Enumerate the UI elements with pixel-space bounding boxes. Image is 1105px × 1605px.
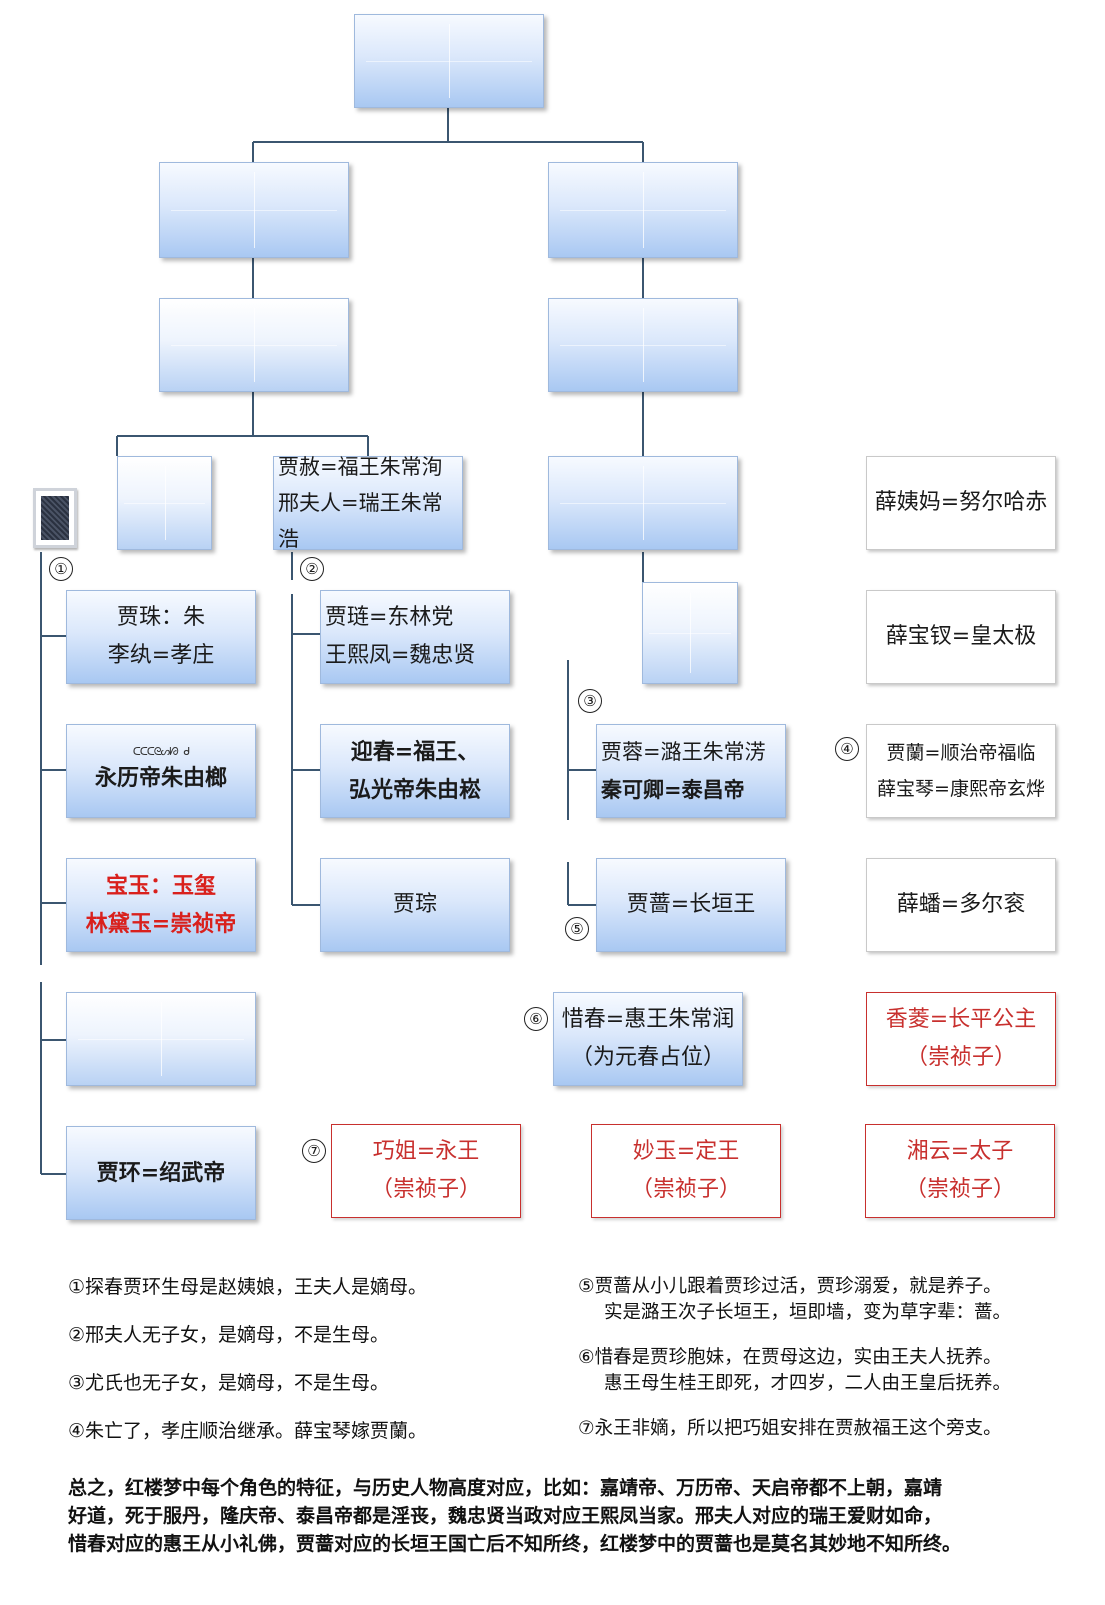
note-6-cont: 惠王母生桂王即死，才四岁，二人由王皇后抚养。 [604, 1373, 1012, 1394]
node-xiangyun-line2: （崇祯子） [904, 1177, 1015, 1202]
node-baoyu: 宝玉：玉玺 林黛玉=崇祯帝 [66, 858, 256, 952]
summary-line-1: 总之，红楼梦中每个角色的特征，与历史人物高度对应，比如：嘉靖帝、万历帝、天启帝都… [68, 1477, 943, 1499]
portrait-icon [33, 488, 77, 548]
marker-7: ⑦ [302, 1139, 326, 1163]
connector-root [252, 108, 644, 162]
note-5: ⑤贾蔷从小儿跟着贾珍过活，贾珍溺爱，就是养子。 [578, 1276, 1002, 1297]
node-xichun-line2: （为元春占位） [570, 1045, 725, 1070]
node-qiaojie: 巧姐=永王 （崇祯子） [331, 1124, 521, 1218]
node-jia-lian: 贾琏=东林党 王熙凤=魏忠贤 [320, 590, 510, 684]
node-jia-lan-line1: 贾蘭=顺治帝福临 [886, 742, 1036, 764]
node-xue-pan: 薛蟠=多尔衮 [866, 858, 1056, 952]
node-jia-lian-line1: 贾琏=东林党 [325, 605, 454, 630]
node-miaoyu-line2: （崇祯子） [630, 1177, 741, 1202]
marker-3: ③ [578, 689, 602, 713]
node-yongli-line1: 永历帝朱由榔 [94, 765, 227, 791]
node-jia-zhu-line2: 李纨=孝庄 [107, 643, 215, 668]
node-qiaojie-line1: 巧姐=永王 [372, 1139, 480, 1164]
node-level4-right-blank [642, 582, 738, 684]
node-jia-huan: 贾环=绍武帝 [66, 1126, 256, 1220]
node-yongli-scribble: ᑕᑕᑕᘓᔕᘙ ᑯ [132, 745, 191, 758]
node-baoyu-line2: 林黛玉=崇祯帝 [85, 911, 237, 937]
node-root [354, 14, 544, 108]
node-yingchun: 迎春=福王、 弘光帝朱由崧 [320, 724, 510, 818]
node-level1-right [548, 162, 738, 258]
marker-5: ⑤ [565, 917, 589, 941]
node-xue-yima: 薛姨妈=努尔哈赤 [866, 456, 1056, 550]
node-row4-blank [66, 992, 256, 1086]
node-level3-blank [117, 456, 212, 550]
note-4: ④朱亡了，孝庄顺治继承。薛宝琴嫁贾蘭。 [68, 1420, 428, 1442]
node-yongli: ᑕᑕᑕᘓᔕᘙ ᑯ 永历帝朱由榔 [66, 724, 256, 818]
node-jia-lan-line2: 薛宝琴=康熙帝玄烨 [877, 778, 1045, 800]
connector-left-trunk [116, 258, 369, 456]
node-jia-she-line1: 贾赦=福王朱常洵 [278, 455, 443, 479]
node-jia-zhu-line1: 贾珠：朱 [116, 605, 205, 630]
node-level2-right [548, 298, 738, 392]
connector-branch-1 [40, 552, 66, 1175]
summary-paragraph: 总之，红楼梦中每个角色的特征，与历史人物高度对应，比如：嘉靖帝、万历帝、天启帝都… [68, 1474, 1068, 1558]
node-jia-cong: 贾琮 [320, 858, 510, 952]
note-6: ⑥惜春是贾珍胞妹，在贾母这边，实由王夫人抚养。 [578, 1347, 1002, 1368]
node-xichun-line1: 惜春=惠王朱常润 [561, 1007, 735, 1032]
node-level2-left [159, 298, 349, 392]
node-jia-lan: 贾蘭=顺治帝福临 薛宝琴=康熙帝玄烨 [866, 724, 1056, 818]
node-jia-zhu: 贾珠：朱 李纨=孝庄 [66, 590, 256, 684]
node-jia-cong-line1: 贾琮 [392, 892, 437, 917]
notes-right: ⑤贾蔷从小儿跟着贾珍过活，贾珍溺爱，就是养子。 实是潞王次子长垣王，垣即墙，变为… [578, 1274, 1011, 1442]
node-jia-huan-line1: 贾环=绍武帝 [96, 1160, 226, 1186]
node-yingchun-line1: 迎春=福王、 [350, 739, 480, 765]
summary-line-3: 惜春对应的惠王从小礼佛，贾蔷对应的长垣王国亡后不知所终，红楼梦中的贾蔷也是莫名其… [68, 1533, 962, 1555]
connector-branch-2 [291, 552, 320, 906]
summary-line-2: 好道，死于服丹，隆庆帝、泰昌帝都是淫丧，魏忠贤当政对应王熙凤当家。邢夫人对应的瑞… [68, 1505, 943, 1527]
node-jia-qiang-line1: 贾蔷=长垣王 [626, 892, 756, 917]
node-jia-she-line2: 邢夫人=瑞王朱常浩 [278, 491, 443, 551]
node-jia-rong-line2: 秦可卿=泰昌帝 [601, 777, 745, 802]
marker-2: ② [300, 557, 324, 581]
marker-4: ④ [835, 737, 859, 761]
marker-1: ① [49, 557, 73, 581]
node-baoyu-line1: 宝玉：玉玺 [105, 873, 216, 899]
node-level1-left [159, 162, 349, 258]
node-xiangyun: 湘云=太子 （崇祯子） [865, 1124, 1055, 1218]
connector-branch-3 [567, 552, 644, 906]
marker-6: ⑥ [524, 1007, 548, 1031]
node-jia-rong: 贾蓉=潞王朱常淓 秦可卿=泰昌帝 [596, 724, 786, 818]
note-1: ①探春贾环生母是赵姨娘，王夫人是嫡母。 [68, 1276, 428, 1298]
node-miaoyu: 妙玉=定王 （崇祯子） [591, 1124, 781, 1218]
node-jia-she: 贾赦=福王朱常洵 邢夫人=瑞王朱常浩 [273, 455, 463, 551]
node-level3-right [548, 456, 738, 550]
node-yingchun-line2: 弘光帝朱由崧 [348, 777, 481, 803]
note-5-cont: 实是潞王次子长垣王，垣即墙，变为草字辈：蔷。 [604, 1302, 1012, 1323]
node-jia-lian-line2: 王熙凤=魏忠贤 [325, 643, 476, 668]
node-xue-yima-line1: 薛姨妈=努尔哈赤 [874, 490, 1048, 515]
note-2: ②邢夫人无子女，是嫡母，不是生母。 [68, 1324, 390, 1346]
note-7: ⑦永王非嫡，所以把巧姐安排在贾赦福王这个旁支。 [578, 1418, 1002, 1439]
notes-left: ①探春贾环生母是赵姨娘，王夫人是嫡母。 ②邢夫人无子女，是嫡母，不是生母。 ③尤… [68, 1274, 427, 1444]
node-miaoyu-line1: 妙玉=定王 [632, 1139, 740, 1164]
node-xiangling-line2: （崇祯子） [905, 1045, 1016, 1070]
node-xue-baochai: 薛宝钗=皇太极 [866, 590, 1056, 684]
node-xiangling-line1: 香菱=长平公主 [885, 1007, 1037, 1032]
node-xiangling: 香菱=长平公主 （崇祯子） [866, 992, 1056, 1086]
node-xue-pan-line1: 薛蟠=多尔衮 [896, 892, 1026, 917]
node-jia-rong-line1: 贾蓉=潞王朱常淓 [601, 740, 766, 764]
node-qiaojie-line2: （崇祯子） [370, 1177, 481, 1202]
node-jia-qiang: 贾蔷=长垣王 [596, 858, 786, 952]
note-3: ③尤氏也无子女，是嫡母，不是生母。 [68, 1372, 390, 1394]
node-xichun: 惜春=惠王朱常润 （为元春占位） [553, 992, 743, 1086]
node-xue-baochai-line1: 薛宝钗=皇太极 [885, 624, 1037, 649]
node-xiangyun-line1: 湘云=太子 [906, 1139, 1014, 1164]
